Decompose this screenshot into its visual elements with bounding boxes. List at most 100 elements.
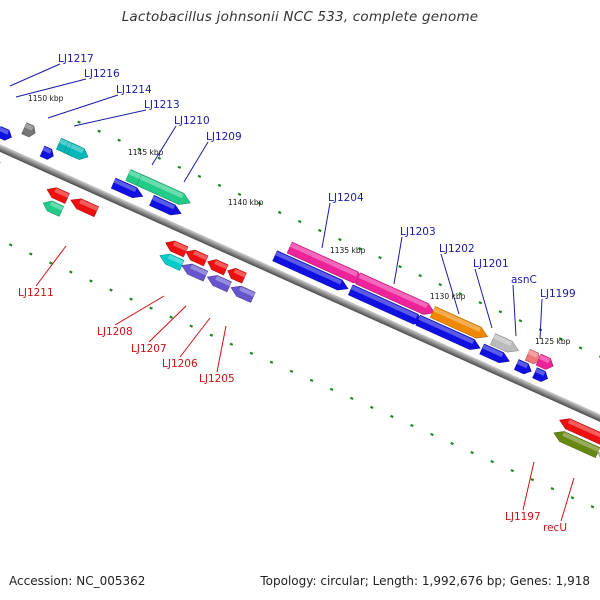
gene-feature-LJ1213-highlight [70, 143, 84, 154]
cds-forward-highlight [418, 315, 475, 344]
cds-forward [39, 145, 54, 160]
gene-feature-LJ1206-highlight [215, 275, 232, 287]
tick-mark [309, 378, 314, 382]
gene-feature-asnC-highlight [527, 349, 539, 358]
position-label: 1135 kbp [330, 246, 366, 255]
gene-label-LJ1205: LJ1205 [199, 373, 235, 385]
tick-mark [109, 288, 113, 292]
tick-mark [349, 396, 354, 401]
tick-mark [490, 459, 494, 464]
gene-feature-LJ1207-highlight [190, 264, 208, 276]
gene-feature-LJ1199-highlight [538, 354, 551, 364]
tick-mark [249, 351, 254, 355]
tick-mark [418, 274, 422, 278]
gene-label-LJ1213: LJ1213 [144, 99, 180, 111]
leader-line-asnC [512, 284, 517, 337]
cds-reverse [207, 259, 229, 276]
gene-feature-LJ1208-body [159, 253, 185, 271]
tick-mark [510, 468, 515, 473]
leader-line-LJ1204 [321, 202, 331, 249]
leader-line-LJ1202 [440, 253, 460, 315]
tick-mark [149, 306, 153, 310]
gene-feature-LJ1209-highlight [139, 174, 184, 199]
tick-mark [277, 210, 282, 215]
cds-reverse-highlight [79, 199, 99, 211]
leader-line-LJ1205 [216, 325, 227, 373]
cds-forward-highlight [275, 251, 342, 285]
tick-mark [209, 333, 214, 337]
cds-forward-body [532, 367, 548, 382]
cds-forward [110, 177, 144, 199]
tick-mark [570, 496, 575, 500]
gene-label-LJ1209: LJ1209 [206, 131, 242, 143]
leader-line-LJ1214 [47, 94, 119, 119]
gene-label-LJ1211: LJ1211 [18, 287, 54, 299]
cds-forward-highlight [482, 344, 504, 358]
leader-line-LJ1209 [183, 141, 209, 183]
cds-reverse [165, 240, 189, 258]
gene-feature-asnC [524, 348, 541, 365]
cds-reverse [46, 187, 70, 204]
gene-feature-LJ1197-body [553, 431, 600, 458]
cds-forward-highlight [113, 178, 137, 193]
gene-feature-LJ1197-highlight [562, 432, 600, 452]
tick-mark [97, 129, 101, 133]
position-label: 1125 kbp [535, 337, 571, 346]
gene-feature-LJ1213 [66, 142, 89, 160]
tick-mark [590, 505, 595, 509]
tick-mark [189, 324, 194, 328]
cds-reverse [227, 267, 247, 284]
gene-label-LJ1197: LJ1197 [505, 511, 541, 523]
leader-line-LJ1217 [9, 63, 61, 87]
gene-feature-LJ1199 [535, 353, 554, 370]
cds-forward [532, 367, 548, 382]
gene-label-LJ1210: LJ1210 [174, 115, 210, 127]
tick-mark [169, 315, 173, 319]
tick-mark [338, 237, 342, 242]
cds-forward-highlight [350, 285, 418, 319]
gene-feature-LJ1213-body [66, 142, 89, 160]
cds-forward-highlight [535, 368, 546, 376]
tick-mark [48, 261, 53, 265]
tick-mark [498, 310, 503, 314]
tick-mark [257, 201, 262, 206]
gene-label-asnC: asnC [511, 274, 537, 286]
cds-reverse [559, 418, 600, 447]
gene-label-LJ1199: LJ1199 [540, 288, 576, 300]
cds-reverse-highlight [172, 241, 188, 252]
leader-line-LJ1201 [474, 268, 493, 329]
cds-reverse [70, 198, 100, 218]
gene-feature-LJ1204-highlight [289, 242, 358, 277]
leader-line-LJ1199 [539, 298, 543, 340]
gene-label-LJ1201: LJ1201 [473, 258, 509, 270]
leader-line-LJ1210 [151, 125, 177, 166]
gene-feature-LJ1217-highlight [24, 123, 34, 131]
gene-label-recU: recU [543, 522, 567, 534]
tick-mark [358, 246, 362, 251]
gene-feature-LJ1201-highlight [493, 334, 512, 346]
gene-feature-LJ1208-highlight [167, 254, 184, 265]
tick-mark [378, 255, 382, 260]
cds-reverse-body [46, 187, 70, 204]
gene-feature-LJ1203 [355, 272, 436, 315]
cds-reverse-body [165, 240, 189, 258]
cds-forward [479, 343, 510, 364]
gene-label-LJ1202: LJ1202 [439, 243, 475, 255]
cds-reverse-highlight [54, 188, 70, 198]
gene-label-LJ1216: LJ1216 [84, 68, 120, 80]
gene-feature-LJ1206-body [206, 275, 232, 293]
cds-reverse-body [70, 198, 100, 218]
gene-feature-LJ1209 [136, 174, 191, 205]
gene-feature-LJ1206 [206, 275, 232, 293]
gene-feature-LJ1197 [553, 431, 600, 458]
cds-reverse-body [185, 249, 209, 267]
tick-row-outer-bottom [8, 243, 595, 509]
tick-mark [578, 346, 583, 350]
gene-label-LJ1208: LJ1208 [97, 326, 133, 338]
gene-feature-LJ1205-body [230, 285, 256, 303]
tick-mark [28, 252, 33, 256]
gene-feature-LJ1207-body [181, 263, 209, 282]
tick-mark [217, 183, 222, 187]
tick-mark [177, 165, 182, 169]
